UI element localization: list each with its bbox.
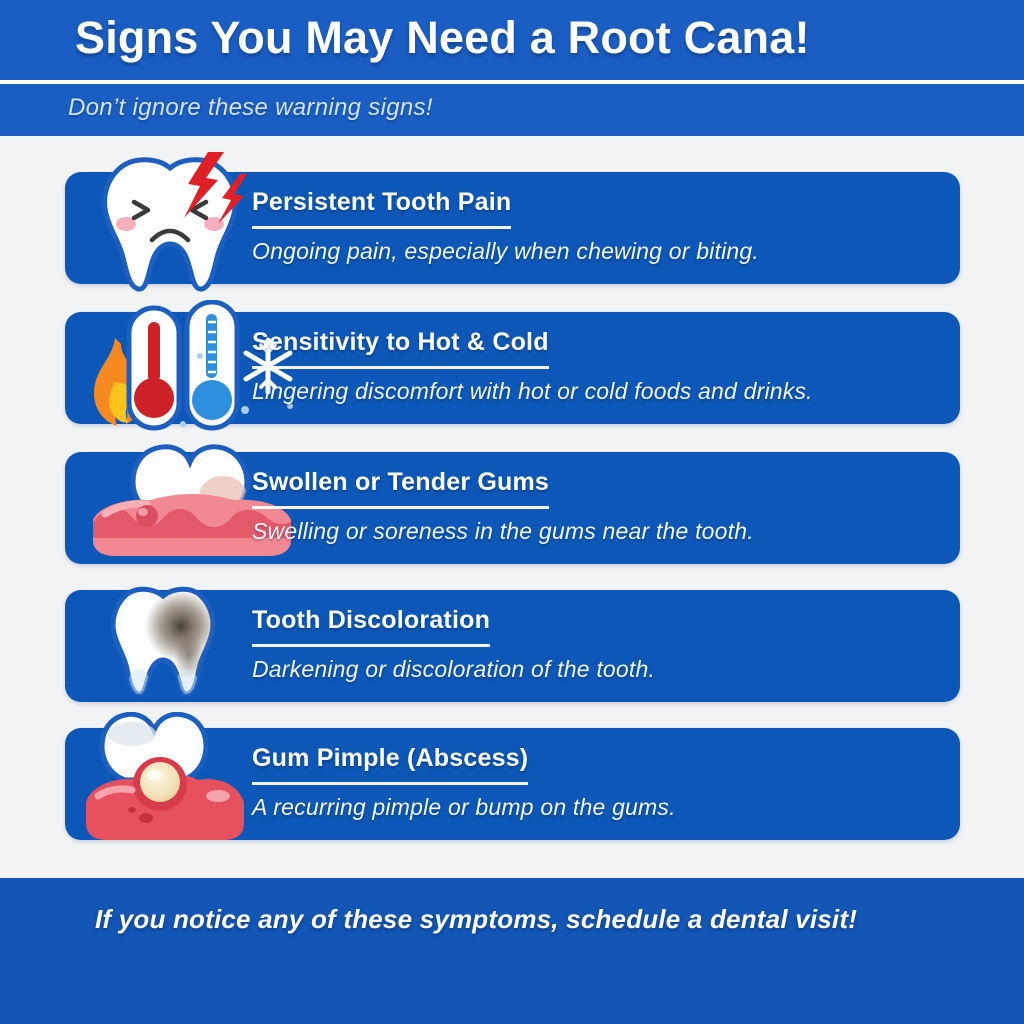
item-heading: Gum Pimple (Abscess): [252, 744, 529, 785]
item-text: Persistent Tooth Pain Ongoing pain, espe…: [252, 188, 942, 265]
item-icon-wrap: [80, 711, 250, 847]
header-banner: Signs You May Need a Root Cana! Don’t ig…: [0, 0, 1024, 136]
symptom-card-gum-abscess: Gum Pimple (Abscess) A recurring pimple …: [65, 711, 960, 840]
symptom-card-swollen-gums: Swollen or Tender Gums Swelling or soren…: [65, 444, 960, 564]
item-description: Darkening or discoloration of the tooth.: [252, 656, 656, 682]
item-description: Ongoing pain, especially when chewing or…: [252, 238, 759, 264]
header-divider: [0, 80, 1024, 84]
item-text: Sensitivity to Hot & Cold Lingering disc…: [252, 328, 942, 405]
item-description: A recurring pimple or bump on the gums.: [252, 794, 676, 820]
item-text: Tooth Discoloration Darkening or discolo…: [252, 606, 942, 683]
item-description: Lingering discomfort with hot or cold fo…: [252, 378, 813, 404]
footer-banner: If you notice any of these symptoms, sch…: [0, 878, 1024, 1024]
item-description: Swelling or soreness in the gums near th…: [252, 518, 754, 544]
item-heading: Sensitivity to Hot & Cold: [252, 328, 549, 369]
item-heading: Persistent Tooth Pain: [252, 188, 512, 229]
symptom-card-persistent-tooth-pain: Persistent Tooth Pain Ongoing pain, espe…: [65, 152, 960, 292]
pained-tooth-icon: [102, 152, 247, 292]
item-heading: Swollen or Tender Gums: [252, 468, 550, 509]
page-title: Signs You May Need a Root Cana!: [75, 12, 810, 63]
header-subtitle: Don’t ignore these warning signs!: [68, 94, 433, 121]
item-icon-wrap: [103, 584, 225, 711]
symptom-card-tooth-discoloration: Tooth Discoloration Darkening or discolo…: [65, 586, 960, 702]
gum-abscess-icon: [86, 711, 244, 840]
footer-message: If you notice any of these symptoms, sch…: [95, 904, 858, 934]
symptom-card-sensitivity-hot-cold: Sensitivity to Hot & Cold Lingering disc…: [65, 299, 960, 431]
item-icon-wrap: [90, 152, 250, 297]
item-heading: Tooth Discoloration: [252, 606, 491, 647]
item-text: Swollen or Tender Gums Swelling or soren…: [252, 468, 942, 545]
item-text: Gum Pimple (Abscess) A recurring pimple …: [252, 744, 942, 821]
discolored-tooth-icon: [110, 586, 216, 697]
